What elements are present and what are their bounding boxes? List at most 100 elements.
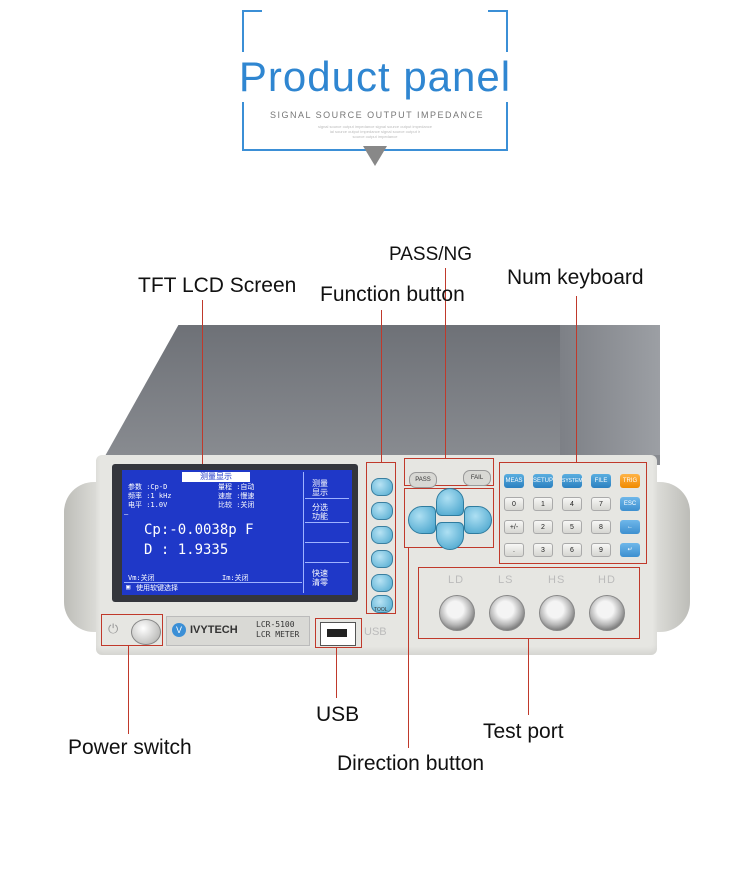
key-2[interactable]: 2: [533, 520, 553, 534]
lcd-hint: 使用软键选择: [136, 584, 178, 592]
softkey-label-3: 分选: [312, 503, 328, 512]
pass-indicator: PASS: [409, 472, 437, 488]
lcd-compare: 比较 :关闭: [218, 501, 255, 509]
lcd-primary-reading: Cp:-0.0038p F: [144, 522, 254, 538]
power-callout-line: [128, 646, 129, 734]
instrument-side-case: [560, 325, 660, 455]
trig-key[interactable]: TRIG: [620, 474, 640, 488]
key-5[interactable]: 5: [562, 520, 582, 534]
usb-port-label: USB: [364, 626, 387, 638]
subtitle-small-text: signal source output impedance signal so…: [317, 124, 433, 139]
pass-ng-callout-line: [445, 268, 446, 458]
brand-plate: [166, 616, 310, 646]
port-ls-connector[interactable]: [489, 595, 525, 631]
brand-name: IVYTECH: [190, 624, 238, 636]
right-arrow-button[interactable]: [464, 506, 492, 534]
tool-button[interactable]: [371, 595, 393, 613]
key-9[interactable]: 9: [591, 543, 611, 557]
label-num-keyboard: Num keyboard: [507, 266, 644, 289]
page-title: Product panel: [215, 52, 535, 102]
lcd-title: 测量显示: [182, 472, 250, 482]
esc-key[interactable]: ESC: [620, 497, 640, 511]
label-direction-button: Direction button: [337, 752, 485, 775]
brand-logo-icon: V: [172, 623, 186, 637]
softkey-label-5: 快速: [312, 569, 328, 578]
function-button-3[interactable]: [371, 526, 393, 544]
usb-port-slot: [327, 629, 347, 637]
page-subtitle: SIGNAL SOURCE OUTPUT IMPEDANCE: [269, 110, 485, 120]
label-test-port: Test port: [483, 720, 564, 743]
lcd-vm: Vm:关闭: [128, 574, 155, 582]
pass-ng-callout-box: [404, 458, 494, 486]
port-label-hd: HD: [598, 574, 616, 586]
label-power-switch: Power switch: [68, 736, 192, 759]
brand-type: LCR METER: [256, 630, 300, 639]
left-arrow-button[interactable]: [408, 506, 436, 534]
softkey-sep: [305, 522, 349, 523]
softkey-sep: [305, 562, 349, 563]
softkey-label-6: 清零: [312, 578, 328, 587]
up-arrow-button[interactable]: [436, 488, 464, 516]
label-function-button: Function button: [320, 283, 465, 306]
softkey-sep: [305, 498, 349, 499]
key-1[interactable]: 1: [533, 497, 553, 511]
meas-key[interactable]: MEAS: [504, 474, 524, 488]
test-port-callout-line: [528, 639, 529, 715]
tool-label: TOOL: [374, 607, 388, 613]
direction-callout-line: [408, 548, 409, 748]
port-ld-connector[interactable]: [439, 595, 475, 631]
tft-callout-line: [202, 300, 203, 464]
key-6[interactable]: 6: [562, 543, 582, 557]
softkey-sep: [305, 542, 349, 543]
key-8[interactable]: 8: [591, 520, 611, 534]
decimal-key[interactable]: .: [504, 543, 524, 557]
lcd-hint-icon: ▣: [126, 583, 131, 591]
lcd-range: 量程 :自动: [218, 483, 255, 491]
enter-key[interactable]: ↵: [620, 543, 640, 557]
function-button-4[interactable]: [371, 550, 393, 568]
key-7[interactable]: 7: [591, 497, 611, 511]
usb-callout-line: [336, 648, 337, 698]
lcd-secondary-reading: D : 1.9335: [144, 542, 229, 558]
port-hd-connector[interactable]: [589, 595, 625, 631]
power-switch-callout-box: [101, 614, 163, 646]
file-key[interactable]: FILE: [591, 474, 611, 488]
softkey-label-1: 测量: [312, 479, 328, 488]
brand-model: LCR-5100: [256, 620, 295, 629]
plus-minus-key[interactable]: +/-: [504, 520, 524, 534]
lcd-im: Im:关闭: [222, 574, 249, 582]
lcd-divider: [124, 582, 302, 583]
setup-key[interactable]: SETUP: [533, 474, 553, 488]
lcd-softkey-divider: [303, 472, 304, 593]
lcd-speed: 速度 :慢速: [218, 492, 255, 500]
function-button-1[interactable]: [371, 478, 393, 496]
port-label-ls: LS: [498, 574, 514, 586]
function-callout-line: [381, 310, 382, 462]
softkey-label-2: 显示: [312, 488, 328, 497]
lcd-param: 参数 :Cp-D: [128, 483, 168, 491]
power-switch-button[interactable]: [131, 619, 161, 645]
system-key[interactable]: SYSTEM: [562, 474, 583, 488]
down-triangle-icon: [363, 146, 387, 166]
down-arrow-button[interactable]: [436, 522, 464, 550]
power-icon: ⏻: [108, 621, 119, 636]
num-keyboard-callout-box: [499, 462, 647, 564]
usb-callout-box: [315, 618, 362, 648]
key-4[interactable]: 4: [562, 497, 582, 511]
function-button-5[interactable]: [371, 574, 393, 592]
lcd-screen: 测量显示 参数 :Cp-D 量程 :自动 频率 :1 kHz 速度 :慢速 电平…: [122, 470, 352, 595]
port-label-hs: HS: [548, 574, 566, 586]
test-port-callout-box: [418, 567, 640, 639]
key-0[interactable]: 0: [504, 497, 524, 511]
lcd-level: 电平 :1.0V: [128, 501, 168, 509]
softkey-label-4: 功能: [312, 512, 328, 521]
fail-indicator: FAIL: [463, 470, 491, 486]
port-hs-connector[interactable]: [539, 595, 575, 631]
function-button-2[interactable]: [371, 502, 393, 520]
lcd-freq: 频率 :1 kHz: [128, 492, 172, 500]
key-3[interactable]: 3: [533, 543, 553, 557]
backspace-key[interactable]: ←: [620, 520, 640, 534]
port-label-ld: LD: [448, 574, 465, 586]
num-keyboard-callout-line: [576, 296, 577, 462]
lcd-dash: —: [124, 510, 129, 518]
